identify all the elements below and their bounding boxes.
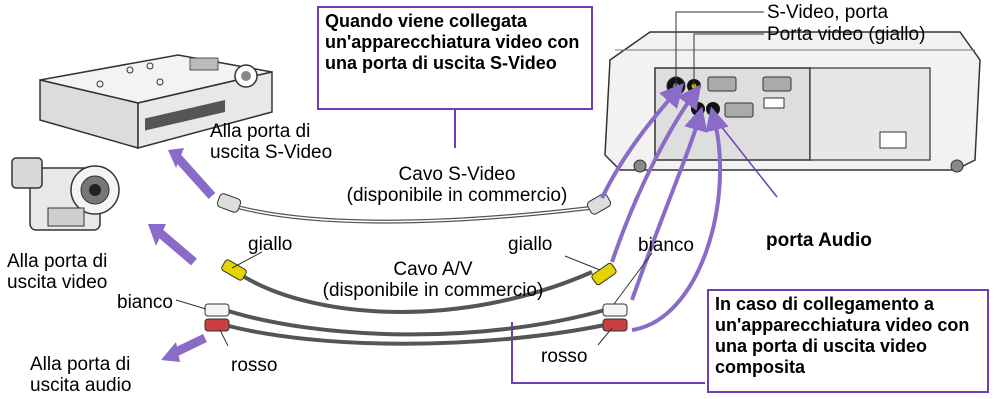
av-cable-yellow	[236, 270, 593, 314]
svideo-note-text: Quando viene collegata un'apparecchiatur…	[325, 11, 580, 73]
video-source-arrow	[157, 229, 197, 266]
audio-out-label: Alla porta di uscita audio	[30, 354, 132, 396]
video-connect-arrow	[610, 84, 702, 263]
svideo-out-label: Alla porta di uscita S-Video	[210, 121, 333, 163]
svideo-cable-label: Cavo S-Video (disponibile in commercio)	[346, 164, 568, 206]
audio-white-connect-arrow	[630, 106, 708, 301]
av-cable-label: Cavo A/V (disponibile in commercio)	[322, 259, 544, 301]
svideo-connect-arrow	[600, 83, 684, 199]
av-cable-white	[224, 308, 606, 337]
svideo-source-arrow	[174, 154, 216, 200]
yellow-left-label: giallo	[248, 234, 293, 255]
audio-port-left-jack	[691, 102, 705, 116]
svideo-note-box: Quando viene collegata un'apparecchiatur…	[317, 6, 593, 110]
yellow-right-label: giallo	[508, 234, 553, 255]
composite-note-text: In caso di collegamento a un'apparecchia…	[715, 294, 970, 377]
audio-port-right-jack	[706, 102, 720, 116]
video-port-label: Porta video (giallo)	[767, 24, 926, 45]
red-left-label: rosso	[231, 355, 278, 376]
svideo-port-label: S-Video, porta	[767, 2, 889, 23]
camcorder-device	[11, 157, 120, 231]
av-cable-red	[224, 323, 606, 346]
white-left-label: bianco	[117, 292, 173, 313]
audio-source-arrow	[174, 333, 207, 357]
audio-red-connect-arrow	[631, 106, 729, 332]
vcr-device	[39, 54, 273, 149]
composite-note-box: In caso di collegamento a un'apparecchia…	[707, 289, 989, 393]
white-right-label: bianco	[638, 235, 694, 256]
audio-port-label: porta Audio	[766, 230, 872, 251]
composite-note-leader	[511, 322, 705, 384]
red-right-label: rosso	[541, 346, 588, 367]
video-out-label: Alla porta di uscita video	[7, 251, 108, 293]
projector-device	[604, 31, 981, 173]
